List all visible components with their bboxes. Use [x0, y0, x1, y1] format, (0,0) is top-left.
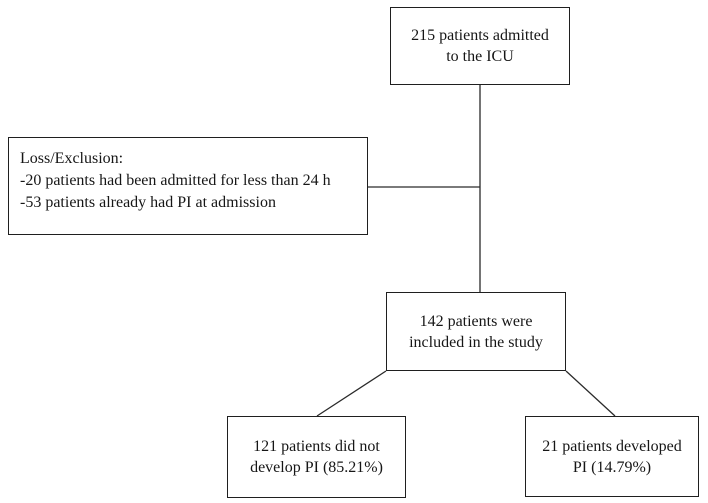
- node-no-pi-box: 121 patients did not develop PI (85.21%): [227, 416, 406, 498]
- node-no-pi-line1: 121 patients did not: [253, 438, 380, 455]
- node-no-pi-line2: develop PI (85.21%): [250, 459, 383, 476]
- node-included-line1: 142 patients were: [419, 312, 533, 330]
- node-admitted-line1: 215 patients admitted: [411, 27, 549, 44]
- node-exclusion-line3: -53 patients already had PI at admission: [20, 194, 276, 211]
- node-developed-pi-line2: PI (14.79%): [572, 458, 652, 476]
- node-exclusion-line2: -20 patients had been admitted for less …: [20, 172, 331, 189]
- node-developed-pi-box: 21 patients developed PI (14.79%): [525, 416, 699, 497]
- node-developed-pi-line1: 21 patients developed: [542, 437, 682, 455]
- node-exclusion-box: Loss/Exclusion: -20 patients had been ad…: [8, 137, 368, 235]
- node-admitted-box: 215 patients admitted to the ICU: [390, 7, 570, 85]
- connector-included-to-developed-pi: [565, 370, 616, 417]
- node-included-box: 142 patients were included in the study: [386, 292, 566, 371]
- node-exclusion-line1: Loss/Exclusion:: [20, 150, 124, 167]
- connector-included-to-no-pi: [316, 370, 387, 417]
- node-included-line2: included in the study: [409, 333, 543, 351]
- node-admitted-line2: to the ICU: [446, 48, 514, 65]
